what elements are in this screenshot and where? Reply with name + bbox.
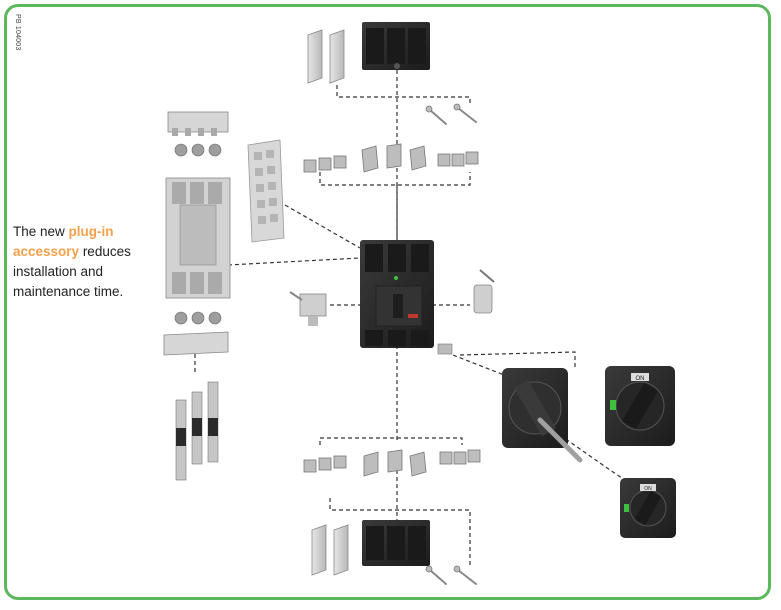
terminal-cover-top <box>362 22 430 70</box>
small-connector <box>437 343 453 355</box>
circuit-breaker <box>360 240 434 348</box>
caption-text: The new plug-in accessory reduces instal… <box>13 222 153 302</box>
terminal-cover-bottom <box>362 520 430 566</box>
lugs-top <box>303 143 479 173</box>
auxiliary-contact-left <box>289 291 327 326</box>
handle-label-top: ON <box>636 376 645 382</box>
rotary-handle-extended <box>502 368 583 463</box>
shunt-release-right <box>473 269 495 314</box>
screws-top <box>425 103 477 125</box>
plug-in-base <box>163 111 231 356</box>
caption-highlight-1: plug-in <box>68 224 114 239</box>
caption-suffix: reduces <box>79 244 131 259</box>
handle-label-bottom: ON <box>644 486 652 492</box>
rotary-handle-direct <box>620 478 676 538</box>
caption-prefix: The new <box>13 224 69 239</box>
screws-bottom <box>425 565 477 585</box>
rear-connection-bars <box>175 381 219 481</box>
terminal-shield-top <box>307 29 345 84</box>
caption-line-3: installation and <box>13 264 104 279</box>
caption-highlight-2: accessory <box>13 244 80 259</box>
terminal-shield-bottom <box>311 524 349 576</box>
caption-line-4: maintenance time. <box>13 284 124 299</box>
back-plate <box>247 139 285 243</box>
lugs-bottom <box>303 449 481 477</box>
rotary-handle-front <box>605 366 675 446</box>
